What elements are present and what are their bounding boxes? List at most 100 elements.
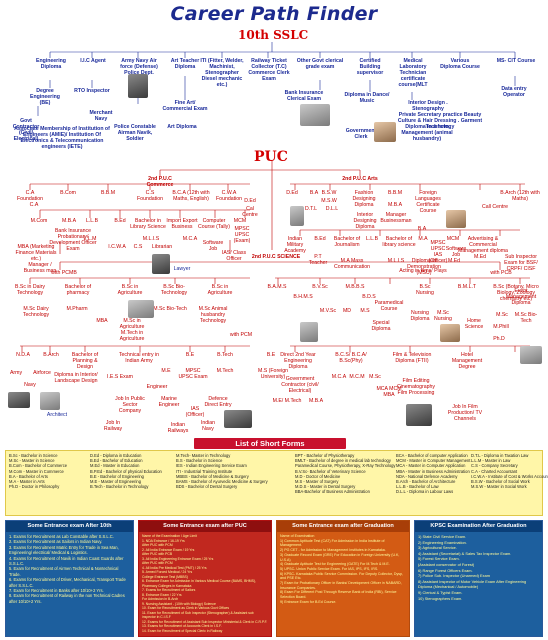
exam-item: 2) PG CET - for Admission to Management … [280, 548, 386, 553]
legend-entry: MCM - Master in Computer Management [396, 458, 471, 464]
node-with-pcm: with PCM [229, 332, 253, 338]
node-hotel-management: Hotel Management Degree [451, 352, 483, 370]
exam-box-body: 1. Exams for Recruitment as Lab Constabl… [6, 532, 133, 606]
node-defence-entry: Defence Direct Entry [204, 396, 232, 408]
node-arts-ma: M.A [418, 236, 428, 242]
node-ms-cit: MS- CIT Course [496, 58, 536, 64]
camera-photo [406, 404, 432, 426]
exam-item: 12. Exams for Recruitment of Assistant S… [142, 619, 268, 624]
legend-column: D.Ed - Diploma in Education B.Ed - Bache… [90, 453, 175, 489]
exam-item: 8. Exam for Recruitment of Railway in th… [9, 593, 125, 604]
legend-entry: C.S - Company Secretary [471, 463, 518, 469]
exam-item: 1) Common Aptitude Test (CAT) For Admiss… [280, 538, 385, 548]
node-msc-agri: M.Sc in Agriculture [119, 318, 145, 330]
legend-entry: M.D - Doctor of Medicine [295, 473, 341, 479]
node-mvsc: M.V.Sc [319, 308, 337, 314]
exam-item: 6. Exams for Recruitment of Driver, Mech… [9, 577, 126, 588]
arts-graduate-photo [290, 206, 304, 226]
puc-heading: PUC [254, 149, 288, 165]
node-arts-ba-2: B.A [417, 226, 427, 232]
node-ca-foundation: C.A Foundation [17, 190, 43, 202]
node-ms-foreign: M.S (Foreign University) [258, 368, 288, 380]
node-ca: C.A [29, 202, 39, 208]
arts-people-photo [446, 210, 466, 228]
exam-item: 14. Exam for Recruitment of Special Cler… [142, 628, 223, 633]
page-title: Career Path Finder [170, 3, 378, 25]
node-commerce-bed: B.Ed [114, 218, 126, 224]
node-landscape: Diploma in Interior/ Landscape Design [54, 372, 98, 384]
node-engineering-diploma: Engineering Diploma [36, 58, 66, 70]
legend-entry: C.A - Charted Accountant [471, 468, 518, 474]
node-acting: Acting in films/ Plays [399, 268, 447, 274]
node-foreign-language: Foreign Languages Certificate Course [415, 190, 441, 214]
legend-entry: IES - Indian Engineering Service Exam [176, 463, 247, 469]
node-bsw: B.S.W [321, 190, 337, 196]
exam-item: 1. NDA Entrance / 16-19 Yrs [142, 538, 185, 543]
node-arts-med-1: M.Ed [447, 258, 461, 264]
node-msc-nursing: M.Sc Nursing [434, 310, 452, 322]
node-bsc-agri-1: B.Sc in Agriculture [117, 284, 143, 296]
node-mass-communication: M.A Mass Communication [333, 258, 371, 270]
exam-item: 8. Entrance Exam / 22 Yrs [142, 592, 182, 597]
legend-entry: MBA - Master in Business Administration [396, 468, 470, 474]
node-llm: L.L.M [83, 236, 97, 242]
legend-entry: M.Tech- Master in Technology [176, 453, 231, 458]
node-bhms: B.H.M.S [293, 294, 313, 300]
exam-box-title: Some Entrance exam after PUC [139, 521, 271, 532]
exam-item: 4. All India Pre Medical Test (PMT) / 25… [142, 565, 207, 570]
exam-item: 9) Clerical & Typist Exam. [418, 589, 463, 595]
node-bds: B.D.S [362, 294, 376, 300]
exam-item: 6) Range Forest Officers Exam. [418, 567, 473, 573]
node-sub-inspector: Sub Inspector Exam for BSF/ CRPF/ CISF [504, 254, 538, 272]
exam-item: 7. Exams for Recruitment of Sailors [142, 588, 196, 592]
legend-entry: MCA - Master in Computer Application [396, 463, 466, 469]
node-dll: D.L.L [325, 206, 339, 212]
node-mlt-course: Medical Laboratory Technician certificat… [398, 58, 428, 88]
legend-entry: D.Ed - Diploma in Education [90, 453, 142, 458]
node-pcb-be: B.E [266, 352, 276, 358]
legend-column: D.T.L - Diploma in Taxation Law L.L.M - … [471, 453, 548, 489]
node-interior-diploma: Interior Designing Diploma [353, 212, 377, 230]
node-commerce-software: Software Job [202, 240, 224, 252]
node-railway-ticket-collector: Railway Ticket Collector (T.C) Commerce … [248, 58, 290, 82]
legend-column: B.Sc - Bachelor in Science M.Sc - Master… [9, 453, 89, 489]
exam-item: 3) Agricultural Service. [418, 545, 457, 551]
node-government-clerk: Government Clerk [345, 128, 377, 140]
exam-box-title: Some Entrance exam After 10th [6, 521, 133, 532]
node-cwa-foundation: C.W.A Foundation [216, 190, 242, 202]
node-amie-iete: Associate Membership of Institution of E… [14, 126, 110, 150]
exam-box-body: Name of Examination 1) Common Aptitude T… [277, 532, 409, 607]
legend-entry: I.C.W.A - Institute of Cost & Works Acco… [471, 473, 548, 479]
node-with-pcmb: with PCMB [51, 270, 77, 276]
node-mtech: M.Tech [216, 368, 234, 374]
doctor-photo [300, 322, 318, 342]
tree-connectors [20, 42, 530, 352]
node-pcb-msc-biotech: M.Sc Bio-Tech [514, 312, 538, 324]
exam-item: For Admission in B.Arch [142, 597, 179, 601]
legend-column: BPT - Bachelor of Physiotherapy BMLT - B… [295, 453, 395, 495]
node-import-export: Import Export Business [166, 218, 198, 230]
node-fashion-design: Fashion Designing Diploma [352, 190, 376, 208]
short-forms-legend: B.Sc - Bachelor in Science M.Sc - Master… [5, 450, 548, 516]
node-journalism: Bachelor of Journalism [333, 236, 361, 248]
node-arts-bed: B.Ed [314, 236, 326, 242]
exam-item: 5) UPSC- Union Public Service Exam. For … [280, 566, 379, 571]
node-navy: Navy [24, 382, 36, 388]
node-phd: Ph.D [493, 336, 505, 342]
legend-entry: BCA - Bachelor of computer Application [396, 453, 468, 458]
legend-title: List of Short Forms [194, 438, 346, 449]
exam-item: 8) Exam For Different Post Through Reser… [280, 590, 397, 600]
node-govt-contractor: Govt Contractor (Civil/ Electrical) [12, 118, 40, 142]
node-dtl: D.T.L [304, 206, 318, 212]
node-bsc-biotech: B.Sc Bio-Technology [160, 284, 188, 296]
legend-entry: B.S.W - Bachelor of Social Work [471, 479, 530, 485]
node-army: Army [9, 370, 23, 376]
node-mbbs: M.B.B.S [345, 284, 365, 290]
node-pcb-msc-2: M.Sc [369, 374, 381, 380]
node-indian-railways: Indian Railways [167, 422, 189, 434]
node-arts-call-centre: Call Centre [482, 204, 508, 210]
exam-item: 13. Exams for Recruitment of Accounts Cl… [142, 624, 222, 628]
exam-item: 9) Entrance Exam for B.Ed Course. [280, 599, 337, 604]
node-with-pcb: with PCB [490, 270, 512, 276]
